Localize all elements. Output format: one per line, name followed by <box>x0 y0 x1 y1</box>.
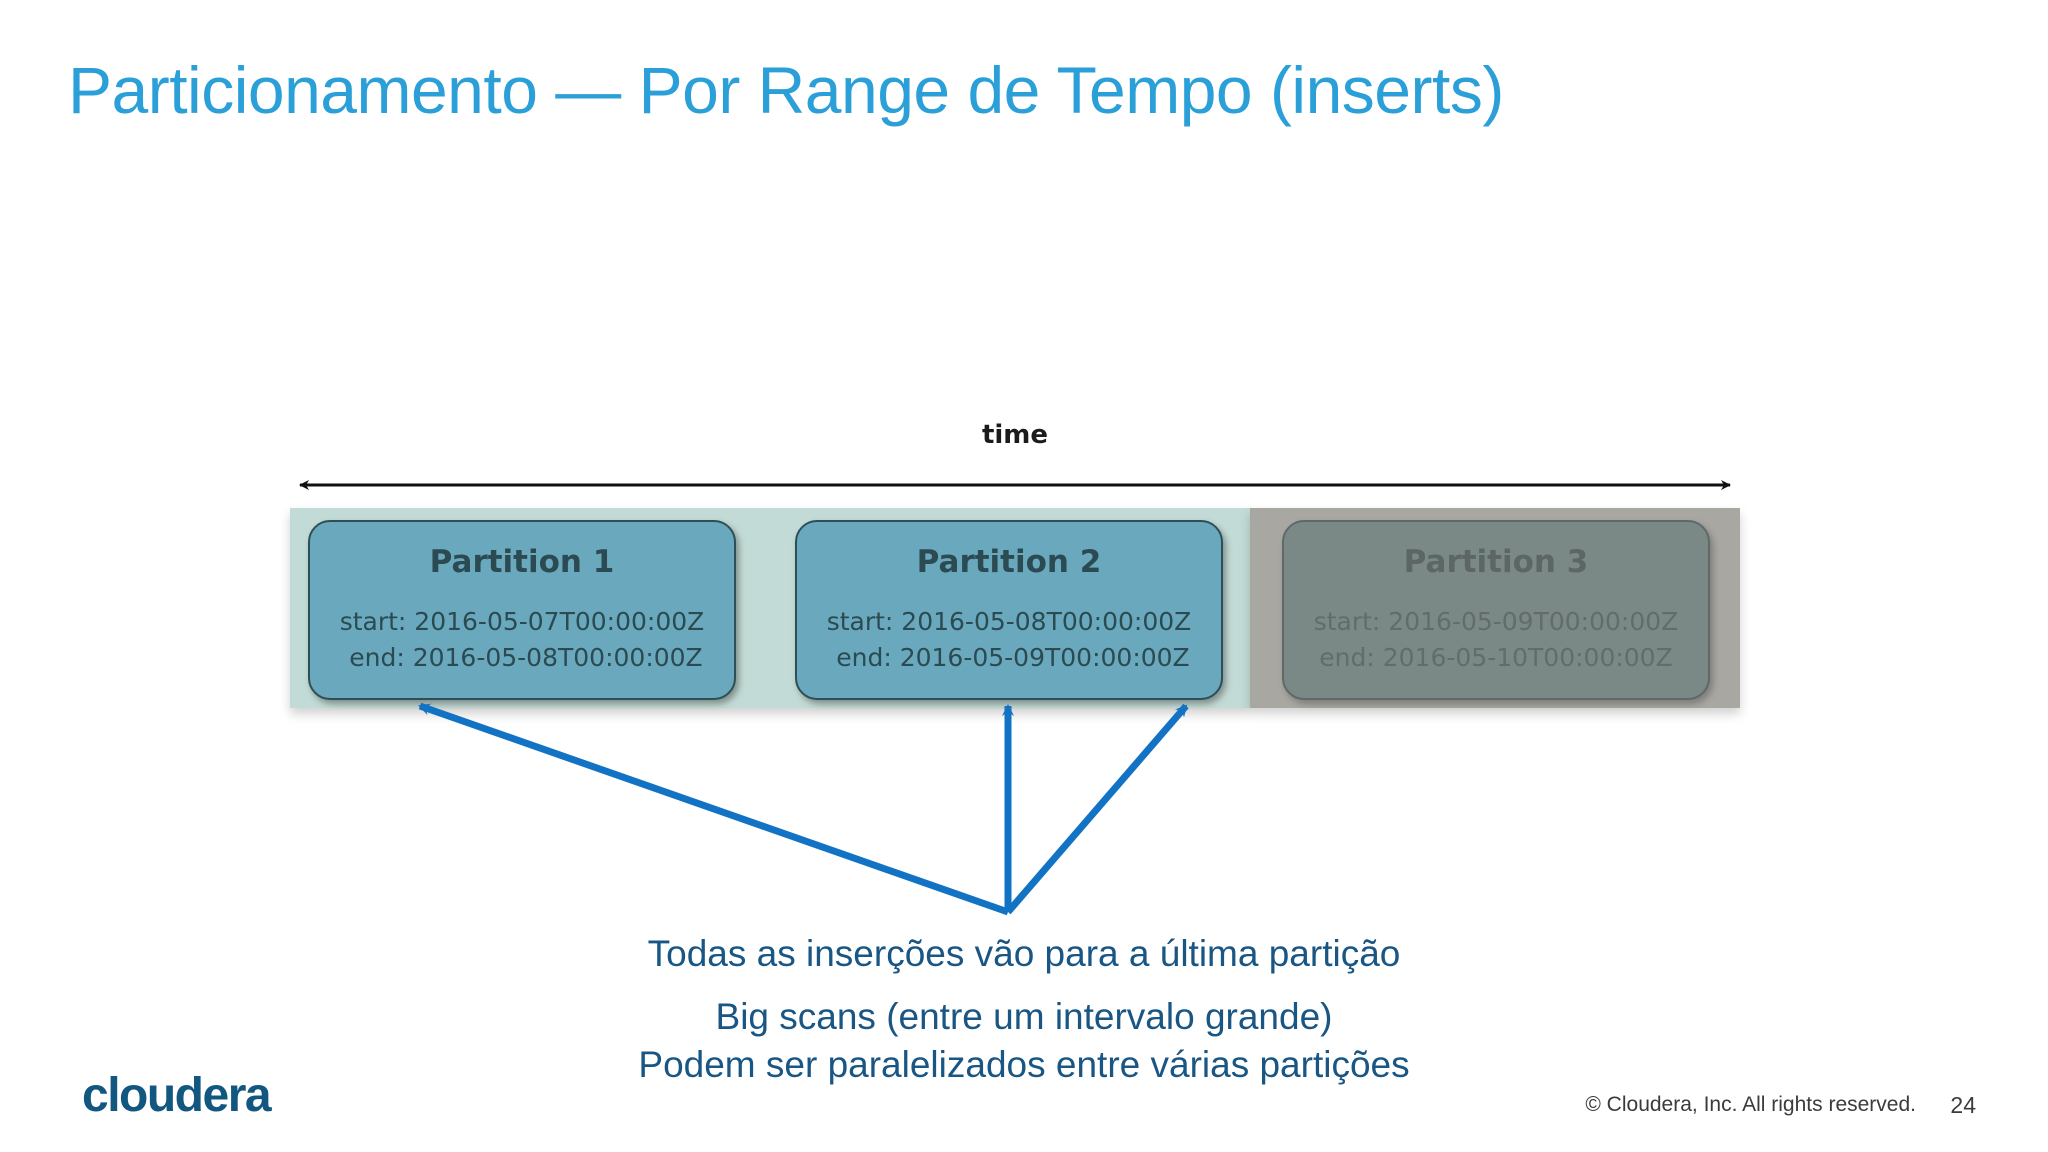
copyright-text: © Cloudera, Inc. All rights reserved. <box>1585 1093 1916 1116</box>
page-title: Particionamento — Por Range de Tempo (in… <box>68 53 1504 127</box>
partition-range: start: 2016-05-07T00:00:00Z end: 2016-05… <box>339 607 705 672</box>
page-number: 24 <box>1950 1092 1976 1118</box>
cloudera-logo: cloudera <box>82 1069 272 1122</box>
arrow-to-partition-3 <box>1005 703 1189 915</box>
partition-timeline-diagram: time Partition 1 start: 2016-05-07T00:00… <box>280 420 1750 760</box>
partition-box-2[interactable]: Partition 2 start: 2016-05-08T00:00:00Z … <box>795 520 1223 700</box>
time-axis-arrow-icon <box>299 480 1731 490</box>
caption-line-3: Podem ser paralelizados entre várias par… <box>638 1043 1410 1085</box>
partition-range: start: 2016-05-08T00:00:00Z end: 2016-05… <box>826 607 1192 672</box>
caption-line-1: Todas as inserções vão para a última par… <box>647 933 1401 974</box>
partition-title: Partition 3 <box>1403 544 1589 580</box>
partition-box-3[interactable]: Partition 3 start: 2016-05-09T00:00:00Z … <box>1282 520 1710 700</box>
partition-title: Partition 1 <box>429 544 615 580</box>
arrow-to-partition-1 <box>418 702 1010 916</box>
time-axis-label: time <box>981 420 1049 450</box>
caption-line-2: Big scans (entre um intervalo grande) <box>715 996 1333 1038</box>
caption-block: Todas as inserções vão para a última par… <box>0 930 2048 1088</box>
converging-arrows-icon <box>418 702 1189 916</box>
partition-box-1[interactable]: Partition 1 start: 2016-05-07T00:00:00Z … <box>308 520 736 700</box>
partition-range: start: 2016-05-09T00:00:00Z end: 2016-05… <box>1313 607 1679 672</box>
partition-title: Partition 2 <box>916 544 1102 580</box>
